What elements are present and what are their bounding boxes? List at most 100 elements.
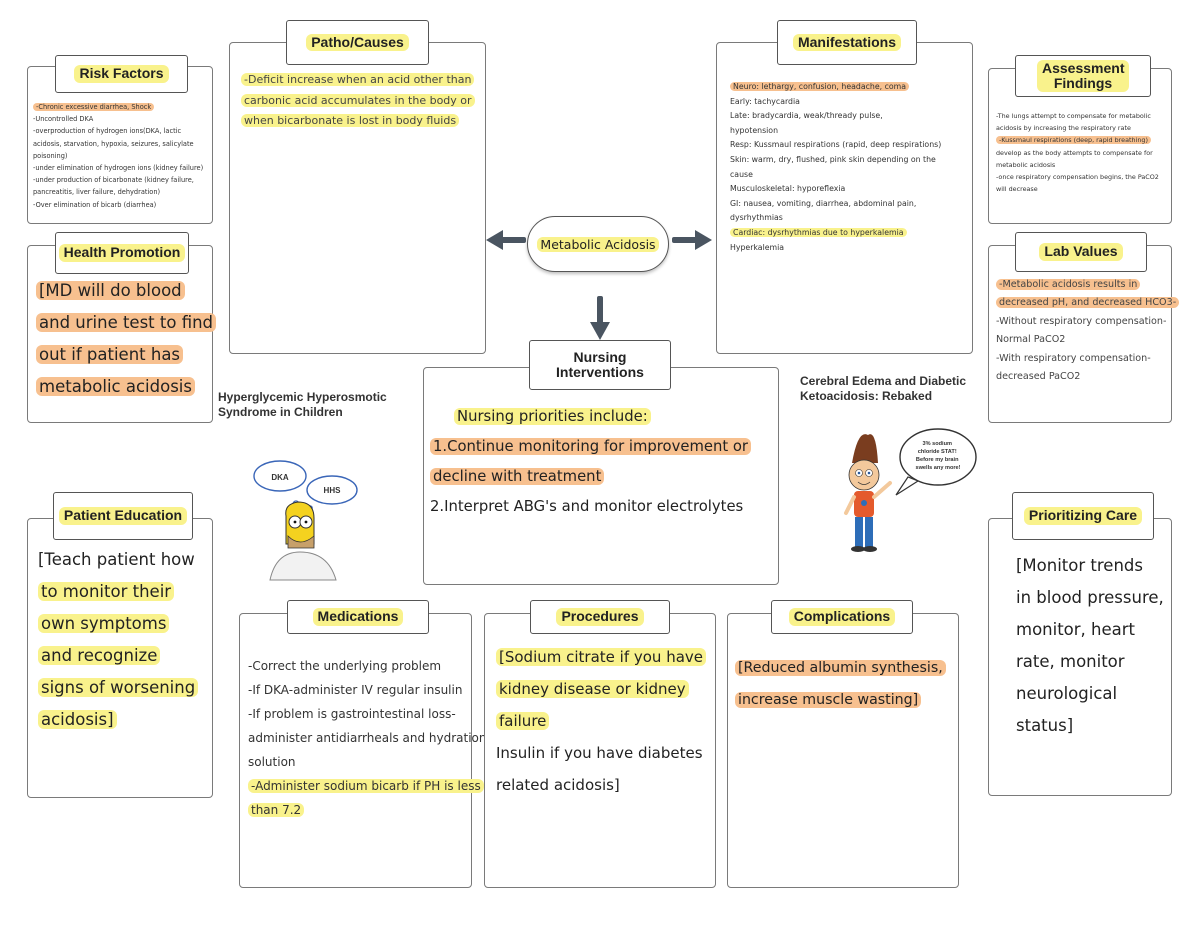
risk-factor-line: pancreatitis, liver failure, dehydration…: [33, 188, 161, 197]
medications-title[interactable]: Medications: [287, 600, 429, 634]
medication-line: -If problem is gastrointestinal loss-: [248, 707, 456, 721]
health-promotion-line: metabolic acidosis: [36, 377, 195, 396]
manifestation-line: Cardiac: dysrhythmias due to hyperkalemi…: [730, 227, 907, 237]
complications-title[interactable]: Complications: [771, 600, 913, 634]
medications-box: [239, 613, 472, 888]
assessment-line: will decrease: [996, 185, 1038, 194]
procedure-line: Insulin if you have diabetes: [496, 744, 703, 762]
arrow-down-shaft: [597, 296, 603, 324]
jimmy-figure-icon: [844, 434, 892, 552]
health-promotion-title[interactable]: Health Promotion: [55, 232, 189, 274]
arrow-right-head: [695, 230, 712, 250]
lab-values-title[interactable]: Lab Values: [1015, 232, 1147, 272]
patient-education-line: and recognize: [38, 646, 161, 665]
complications-title-text: Complications: [788, 608, 896, 626]
procedure-line: related acidosis]: [496, 776, 620, 794]
nursing-line: 2.Interpret ABG's and monitor electrolyt…: [430, 498, 744, 515]
procedures-content: [Sodium citrate if you have kidney disea…: [496, 641, 714, 801]
risk-factor-line: -overproduction of hydrogen ions(DKA, la…: [33, 127, 182, 136]
risk-factor-line: poisoning): [33, 151, 68, 160]
nursing-title[interactable]: Nursing Interventions: [529, 340, 671, 390]
medications-title-text: Medications: [312, 608, 404, 626]
manifestation-line: Early: tachycardia: [730, 96, 800, 106]
lab-value-line: decreased PaCO2: [996, 371, 1081, 383]
medication-line: administer antidiarrheals and hydration: [248, 731, 487, 745]
complications-box: [727, 613, 959, 888]
assessment-content: -The lungs attempt to compensate for met…: [996, 110, 1168, 195]
manifestations-title-text: Manifestations: [792, 33, 901, 52]
arrow-left-shaft: [500, 237, 526, 243]
complications-content: [Reduced albumin synthesis, increase mus…: [735, 652, 957, 716]
caption-right: Cerebral Edema and Diabetic Ketoacidosis…: [800, 374, 967, 403]
health-promotion-title-text: Health Promotion: [58, 244, 186, 262]
medication-line: -Administer sodium bicarb if PH is less: [248, 779, 484, 793]
risk-factor-line: acidosis, starvation, hypoxia, seizures,…: [33, 139, 194, 148]
speech-text: 3% sodium chloride STAT! Before my brain…: [915, 441, 960, 471]
patient-education-line: signs of worsening: [38, 678, 199, 697]
manifestations-title[interactable]: Manifestations: [777, 20, 917, 65]
patho-line: when bicarbonate is lost in body fluids: [241, 114, 460, 127]
nursing-line: 1.Continue monitoring for improvement or: [430, 438, 752, 455]
risk-factors-title-text: Risk Factors: [74, 65, 169, 83]
health-promotion-line: out if patient has: [36, 345, 184, 364]
medications-content: -Correct the underlying problem -If DKA-…: [248, 654, 487, 822]
nursing-line: Nursing priorities include:: [454, 408, 651, 425]
manifestation-line: GI: nausea, vomiting, diarrhea, abdomina…: [730, 198, 917, 208]
prioritizing-box: [988, 518, 1172, 796]
assessment-line: -once respiratory compensation begins, t…: [996, 173, 1159, 182]
patho-content: -Deficit increase when an acid other tha…: [241, 70, 481, 132]
patho-line: -Deficit increase when an acid other tha…: [241, 73, 475, 86]
procedure-line: [Sodium citrate if you have: [496, 648, 707, 666]
procedure-line: kidney disease or kidney: [496, 680, 689, 698]
prioritizing-line: rate, monitor: [1016, 652, 1125, 671]
assessment-line: -Kussmaul respirations (deep, rapid brea…: [996, 136, 1151, 145]
patho-title-text: Patho/Causes: [306, 33, 409, 52]
complication-line: increase muscle wasting]: [735, 692, 922, 708]
manifestation-line: Resp: Kussmaul respirations (rapid, deep…: [730, 140, 942, 150]
lab-value-line: -Without respiratory compensation-: [996, 315, 1167, 327]
manifestation-line: dysrhythmias: [730, 213, 783, 223]
lab-value-line: -Metabolic acidosis results in: [996, 279, 1141, 290]
assessment-line: develop as the body attempts to compensa…: [996, 148, 1153, 157]
health-promotion-content: [MD will do blood and urine test to find…: [36, 275, 217, 403]
prioritizing-line: [Monitor trends: [1016, 556, 1143, 575]
risk-factors-content: -Chronic excessive diarrhea, Shock -Unco…: [33, 101, 209, 211]
risk-factor-line: -under production of bicarbonate (kidney…: [33, 176, 194, 185]
manifestation-line: Neuro: lethargy, confusion, headache, co…: [730, 82, 910, 91]
arrow-right-shaft: [672, 237, 698, 243]
patient-education-content: [Teach patient how to monitor their own …: [38, 544, 210, 736]
assessment-line: -The lungs attempt to compensate for met…: [996, 112, 1151, 120]
arrow-left-head: [486, 230, 503, 250]
assessment-title[interactable]: Assessment Findings: [1015, 55, 1151, 97]
prioritizing-line: in blood pressure,: [1016, 588, 1164, 607]
nursing-line: decline with treatment: [430, 468, 605, 485]
procedures-title[interactable]: Procedures: [530, 600, 670, 634]
assessment-title-text: Assessment Findings: [1037, 59, 1129, 93]
thought-hhs: HHS: [324, 486, 342, 495]
lab-value-line: -With respiratory compensation-: [996, 352, 1151, 364]
complication-line: [Reduced albumin synthesis,: [735, 660, 946, 676]
medication-line: -Correct the underlying problem: [248, 659, 442, 673]
patho-line: carbonic acid accumulates in the body or: [241, 93, 475, 107]
patient-education-line: acidosis]: [38, 710, 117, 729]
prioritizing-line: neurological: [1016, 684, 1118, 703]
assessment-line: metabolic acidosis: [996, 160, 1056, 169]
manifestation-line: Musculoskeletal: hyporeflexia: [730, 184, 846, 194]
patho-title[interactable]: Patho/Causes: [286, 20, 429, 65]
risk-factor-line: -under elimination of hydrogen ions (kid…: [33, 164, 204, 173]
center-node[interactable]: Metabolic Acidosis: [527, 216, 669, 272]
arrow-down-head: [590, 322, 610, 340]
lab-value-line: decreased pH, and decreased HCO3-: [996, 297, 1180, 309]
prioritizing-line: monitor, heart: [1016, 620, 1136, 639]
health-promotion-line: and urine test to find: [36, 313, 217, 332]
patient-education-title[interactable]: Patient Education: [53, 492, 193, 540]
risk-factor-line: -Uncontrolled DKA: [33, 115, 94, 124]
manifestations-box: [716, 42, 973, 354]
prioritizing-title[interactable]: Prioritizing Care: [1012, 492, 1154, 540]
procedures-title-text: Procedures: [556, 608, 644, 626]
medication-line: than 7.2: [248, 803, 305, 817]
lab-values-title-text: Lab Values: [1039, 243, 1123, 261]
medication-line: -If DKA-administer IV regular insulin: [248, 683, 463, 697]
risk-factors-title[interactable]: Risk Factors: [55, 55, 188, 93]
prioritizing-line: status]: [1016, 716, 1074, 735]
